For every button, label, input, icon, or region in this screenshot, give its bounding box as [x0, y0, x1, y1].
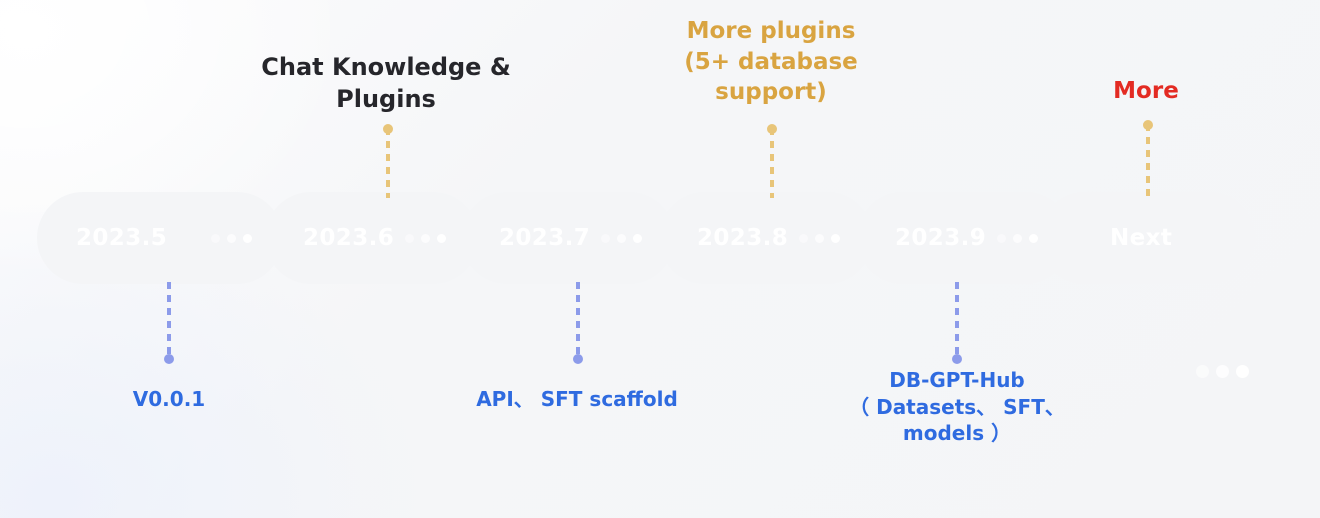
connector-line [386, 128, 390, 198]
connector-dot [952, 354, 962, 364]
timeline-segment-label: 2023.6 [303, 225, 395, 251]
connector-line [770, 128, 774, 198]
connector-dot [573, 354, 583, 364]
three-dots-icon [405, 233, 446, 243]
callout-more: More [1113, 78, 1179, 104]
callout-api-sft-scaffold: API、 SFT scaffold [476, 387, 678, 411]
timeline-segment-2023-09[interactable]: 2023.9 [857, 192, 1071, 284]
three-dots-icon [997, 233, 1038, 243]
connector-dot [164, 354, 174, 364]
connector-more-plugins [767, 124, 777, 198]
connector-api-sft-scaffold [573, 282, 583, 364]
three-dots-icon [601, 233, 642, 243]
three-dots-decoration [1196, 365, 1249, 378]
timeline-segment-label: 2023.7 [499, 225, 591, 251]
callout-more-plugins: More plugins (5+ database support) [684, 18, 858, 106]
timeline-segment-2023-07[interactable]: 2023.7 [461, 192, 675, 284]
timeline-segment-2023-05[interactable]: 2023.5 [37, 192, 283, 284]
timeline-segment-2023-08[interactable]: 2023.8 [659, 192, 873, 284]
three-dots-icon [211, 233, 252, 243]
connector-chat-knowledge-plugins [383, 124, 393, 198]
connector-line [167, 282, 171, 360]
callout-v001: V0.0.1 [132, 387, 206, 411]
timeline-segment-label: 2023.8 [697, 225, 789, 251]
connector-db-gpt-hub [952, 282, 962, 364]
timeline-segment-label: Next [1110, 225, 1173, 251]
connector-line [1146, 124, 1150, 198]
timeline-segment-label: 2023.5 [76, 225, 168, 251]
three-dots-icon [799, 233, 840, 243]
timeline-segment-2023-06[interactable]: 2023.6 [265, 192, 479, 284]
connector-line [955, 282, 959, 360]
connector-more [1143, 120, 1153, 198]
connector-v001 [164, 282, 174, 364]
connector-dot [383, 124, 393, 134]
connector-dot [1143, 120, 1153, 130]
timeline-segment-label: 2023.9 [895, 225, 987, 251]
connector-line [576, 282, 580, 360]
callout-chat-knowledge-plugins: Chat Knowledge & Plugins [261, 53, 511, 113]
connector-dot [767, 124, 777, 134]
callout-db-gpt-hub: DB-GPT-Hub （ Datasets、 SFT、 models ） [849, 368, 1065, 446]
timeline-segment-next[interactable]: Next [1039, 192, 1255, 284]
